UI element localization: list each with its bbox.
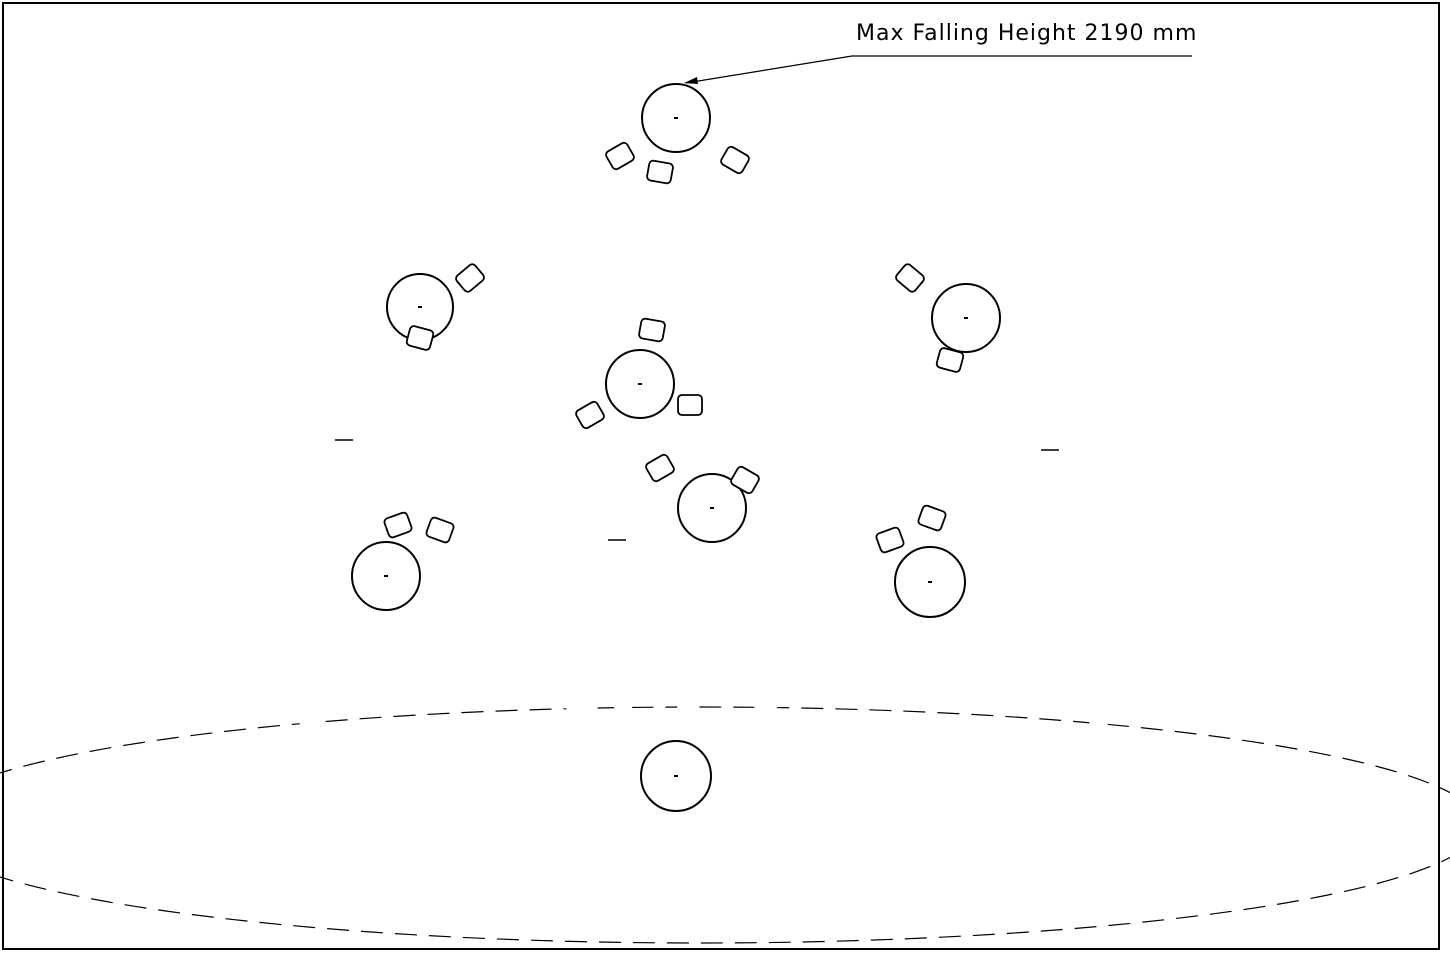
tube-clamps [383, 141, 965, 554]
joint-center-mark-ll [384, 575, 388, 577]
tube-top-mid [632, 110, 684, 392]
clamp-9 [575, 400, 605, 430]
joint-center-mark-top [674, 117, 678, 119]
clamp-12 [383, 511, 413, 539]
annotation-leader [684, 55, 1192, 84]
clamp-1 [720, 145, 750, 175]
clamp-8 [677, 394, 703, 416]
tube-back-lowerleft [380, 502, 718, 582]
clamp-13 [425, 516, 455, 544]
joint-balls [351, 83, 1001, 812]
tube-back-bottom [668, 500, 720, 784]
fall-zone-ellipse [0, 706, 1450, 944]
clamp-5 [405, 325, 435, 351]
tube-lowerright-bottom [669, 575, 937, 783]
clamp-10 [645, 453, 675, 483]
clamp-14 [875, 526, 905, 554]
joint-center-mark-rl [928, 581, 932, 583]
leg-front [611, 375, 649, 914]
clamp-15 [917, 504, 947, 532]
tube-back-lowerright [706, 502, 936, 588]
clamp-2 [646, 159, 674, 185]
clamp-7 [638, 317, 666, 343]
joint-center-mark-back [710, 507, 714, 509]
leg-right [957, 309, 1119, 814]
clamp-3 [455, 263, 485, 293]
joint-center-mark-mid [638, 383, 642, 385]
max-falling-height-label: Max Falling Height 2190 mm [856, 21, 1198, 46]
joint-center-mark-bottom [674, 775, 678, 777]
clamp-0 [605, 141, 635, 171]
joint-center-mark-right [964, 317, 968, 319]
joint-center-mark-left [418, 306, 422, 308]
clamp-4 [895, 263, 925, 293]
tube-top-right [669, 111, 973, 325]
clamp-11 [730, 465, 760, 495]
clamp-6 [935, 347, 965, 373]
